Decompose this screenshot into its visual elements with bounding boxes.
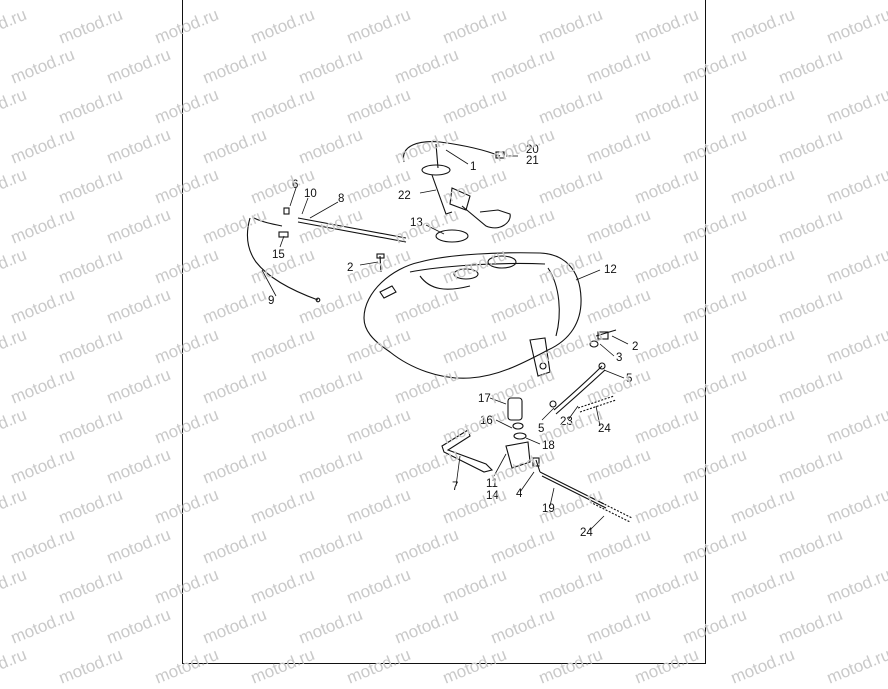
fuel-valve-assembly: [505, 397, 541, 473]
fasteners: [376, 253, 617, 348]
leader-lines: [261, 149, 629, 531]
callout-13: 13: [410, 217, 423, 229]
callout-20: 20: [526, 144, 539, 156]
callout-11: 11: [486, 478, 498, 490]
callout-14: 14: [486, 490, 499, 502]
callout-4: 4: [516, 488, 523, 500]
callout-7: 7: [452, 481, 458, 493]
callout-23: 23: [560, 416, 573, 428]
callout-19: 19: [542, 503, 555, 515]
callout-15: 15: [272, 249, 285, 261]
fuel-tank: [363, 252, 582, 379]
callout-10: 10: [304, 188, 317, 200]
shutoff-lever: [441, 429, 494, 473]
callout-16: 16: [480, 415, 493, 427]
callout-21: 21: [526, 155, 539, 167]
callout-2a: 2: [347, 262, 353, 274]
callout-9: 9: [268, 295, 274, 307]
crossover-line: [246, 207, 407, 303]
callout-12: 12: [604, 264, 617, 276]
diagram-frame: [182, 0, 706, 664]
callout-5b: 5: [538, 423, 544, 435]
callout-6: 6: [292, 179, 298, 191]
callout-22: 22: [398, 190, 411, 202]
callout-5a: 5: [626, 373, 632, 385]
callout-3: 3: [616, 352, 622, 364]
callout-8: 8: [338, 193, 344, 205]
parts-diagram: 1 20 21 22 6 10 8 13 15 2 9 12 2 3 5 17 …: [246, 141, 638, 539]
gasket: [435, 229, 469, 243]
callout-24a: 24: [598, 423, 611, 435]
callout-24b: 24: [580, 527, 593, 539]
fuel-sender-assembly: [403, 141, 511, 229]
vent-hose: [549, 362, 617, 415]
callout-2b: 2: [632, 341, 638, 353]
fuel-line: [539, 471, 633, 523]
callout-1: 1: [470, 161, 476, 173]
callout-17: 17: [478, 393, 491, 405]
callout-18: 18: [542, 440, 555, 452]
